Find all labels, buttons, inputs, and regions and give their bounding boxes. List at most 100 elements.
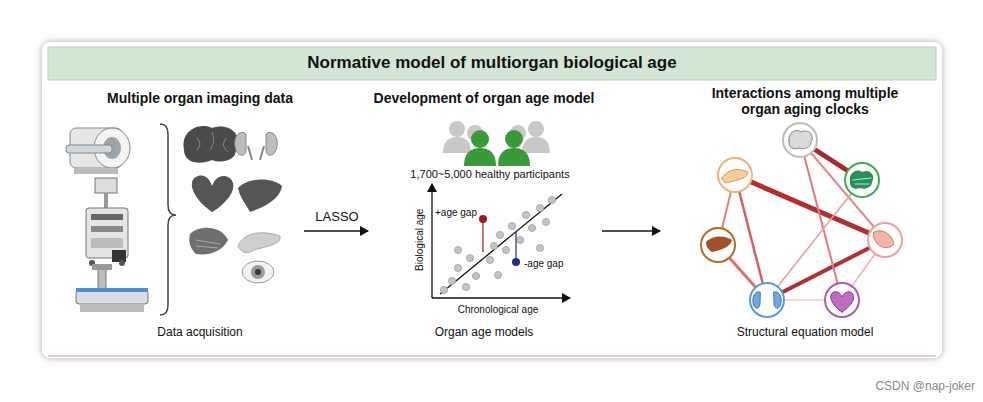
scatter-plot-part [479, 215, 487, 223]
age-gap-label: +age gap [435, 207, 477, 219]
scatter-plot-part-part [536, 204, 543, 211]
section-caption: Organ age models [435, 326, 534, 340]
scanner-dexa-part [76, 288, 148, 292]
axis-label: Chronological age [458, 304, 539, 316]
people-icon-part [464, 148, 496, 166]
scanner-ultrasound-part [91, 238, 123, 248]
scanner-dexa-part [92, 264, 112, 270]
organ-icons-part [235, 132, 246, 155]
scatter-plot-part-part [440, 286, 447, 293]
organ-network-part [873, 231, 894, 248]
scatter-plot-part-part [486, 256, 493, 263]
organ-icons-part [255, 269, 261, 275]
scatter-plot-part-part [528, 224, 535, 231]
scanner-ultrasound-part [104, 193, 108, 208]
header-band [48, 47, 936, 356]
organ-network-part [853, 178, 871, 184]
scatter-plot-part-part [516, 236, 523, 243]
people-icon-part [505, 130, 523, 148]
organ-network [701, 123, 902, 317]
bracket [160, 124, 176, 315]
people-icon-part [498, 148, 530, 166]
scanner-ultrasound [86, 178, 128, 266]
scatter-plot-part-part [536, 244, 543, 251]
organ-icons-part [242, 261, 274, 283]
header-band-part [48, 355, 936, 357]
organ-network-part [718, 158, 752, 192]
organ-icons-part [192, 176, 234, 212]
scanner-mri-part [74, 168, 118, 174]
scatter-plot-part-part [454, 264, 461, 271]
organ-icons-part [238, 180, 282, 213]
arrow-label: LASSO [315, 210, 358, 225]
section-caption: Structural equation model [737, 326, 874, 340]
organ-network-part [800, 140, 885, 240]
organ-network-part [722, 170, 748, 183]
organ-network-part [767, 180, 862, 300]
scatter-plot-part-part [502, 246, 509, 253]
organ-network-part [789, 130, 813, 148]
scatter-plot [432, 184, 570, 298]
section-caption: Data acquisition [157, 326, 242, 340]
organ-network-part [850, 170, 874, 188]
people-icon-part [449, 121, 465, 137]
scanner-dexa-part [98, 268, 106, 290]
arrow-sem-part [602, 230, 660, 231]
people-icon-part [522, 137, 550, 153]
scatter-plot-part-part [448, 277, 455, 284]
scatter-plot-part [515, 232, 516, 259]
scatter-plot-part-part [454, 246, 461, 253]
organ-network-part [753, 292, 781, 308]
scanner-dexa-part [80, 304, 144, 312]
scatter-plot-part-part [522, 211, 529, 218]
organ-network-part [868, 223, 902, 257]
organ-icons-part [189, 228, 228, 255]
scanner-dexa-part [76, 290, 148, 304]
header-band-part [48, 47, 936, 80]
section-heading: Interactions among multiple organ aging … [695, 85, 915, 117]
scatter-plot-part-part [542, 218, 549, 225]
scatter-plot-part [431, 184, 432, 298]
scatter-plot-part [512, 258, 520, 266]
scanner-ultrasound-part [95, 178, 117, 193]
participants-note: 1,700~5,000 healthy participants [410, 168, 569, 181]
organ-network-part [831, 292, 854, 312]
scatter-plot-part [432, 297, 570, 298]
people-icon-part [528, 121, 544, 137]
scanner-mri [66, 128, 130, 174]
scanner-mri-part [66, 145, 112, 153]
section-heading: Development of organ age model [374, 90, 595, 106]
title-text: Normative model of multiorgan biological… [307, 53, 676, 73]
scanner-dexa [76, 264, 148, 312]
age-gap-label: -age gap [524, 258, 563, 270]
scatter-plot-part-part [548, 196, 555, 203]
organ-icons-part [251, 265, 265, 279]
organ-icons-part [238, 233, 280, 253]
organ-icons-part [183, 126, 238, 163]
scanner-ultrasound-part [112, 250, 126, 262]
people-icon [443, 121, 550, 166]
organ-icons-part [266, 132, 277, 155]
scatter-plot-part-part [496, 231, 503, 238]
organ-icons-part [196, 240, 220, 248]
section-heading: Multiple organ imaging data [107, 90, 293, 106]
axis-label: Biological age [414, 209, 426, 271]
organ-network-part [783, 123, 817, 157]
organ-icons-part [197, 132, 228, 152]
people-icon-part [443, 137, 471, 153]
organ-icons [183, 126, 282, 283]
scanner-ultrasound-part [119, 260, 125, 266]
organ-network-part [701, 228, 735, 262]
scatter-plot-part-part [462, 283, 469, 290]
scanner-ultrasound-part [91, 226, 123, 232]
scatter-plot-part-part [508, 222, 515, 229]
arrow-sem [602, 231, 660, 232]
arrow-lasso-part [304, 230, 368, 231]
organ-network-part [767, 240, 885, 300]
organ-network-part [750, 283, 784, 317]
scatter-plot-part [482, 222, 483, 252]
bracket-part [160, 124, 176, 315]
people-icon-part [471, 130, 489, 148]
scatter-plot-part-part [466, 254, 473, 261]
scatter-plot-part-part [494, 271, 501, 278]
